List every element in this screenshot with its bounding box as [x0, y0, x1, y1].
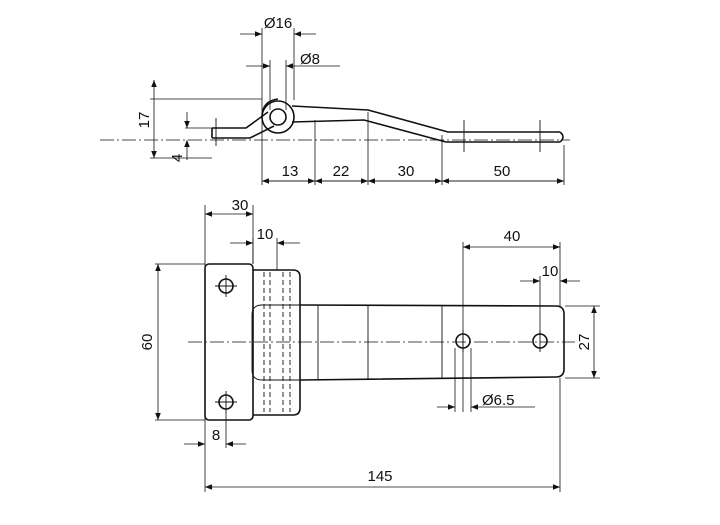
strap-leaf-upper-edge: [291, 105, 560, 133]
dim-plate-width: 30: [232, 197, 249, 214]
dim-knuckle-width: 10: [257, 226, 274, 243]
dim-overall-height: 17: [136, 112, 153, 129]
dim-seg-4: 50: [494, 163, 511, 180]
dim-pin-diameter: Ø8: [300, 51, 320, 68]
knuckle-pin: [269, 108, 287, 126]
dim-seg-3: 30: [398, 163, 415, 180]
knuckle-band: [253, 269, 301, 416]
top-view: 30 10 60 8 40 10 27 Ø6.5 145: [139, 197, 600, 492]
strap-outline: [299, 304, 565, 381]
dim-leaf-offset: 4: [169, 154, 186, 162]
side-view: Ø16 Ø8 17 4 13 22 30 50: [100, 15, 570, 185]
dim-strap-end-inset: 10: [542, 263, 559, 280]
dim-overall-length: 145: [367, 468, 392, 485]
dim-eye-diameter: Ø16: [264, 15, 292, 32]
dim-seg-1: 13: [282, 163, 299, 180]
strap-root: [251, 304, 300, 381]
knuckle-eye-outer: [261, 100, 295, 134]
strap-leaf-end: [559, 131, 564, 143]
dim-strap-width: 27: [576, 334, 593, 351]
fixed-leaf-lower-edge: [212, 125, 275, 139]
dim-strap-hole-spacing: 40: [504, 228, 521, 245]
dim-plate-height: 60: [139, 334, 156, 351]
dim-strap-hole-diameter: Ø6.5: [482, 392, 515, 409]
dim-seg-2: 22: [333, 163, 350, 180]
dim-hole-inset: 8: [212, 427, 220, 444]
strap-leaf-lower-edge: [291, 119, 560, 143]
fixed-leaf-upper-edge: [212, 111, 269, 129]
